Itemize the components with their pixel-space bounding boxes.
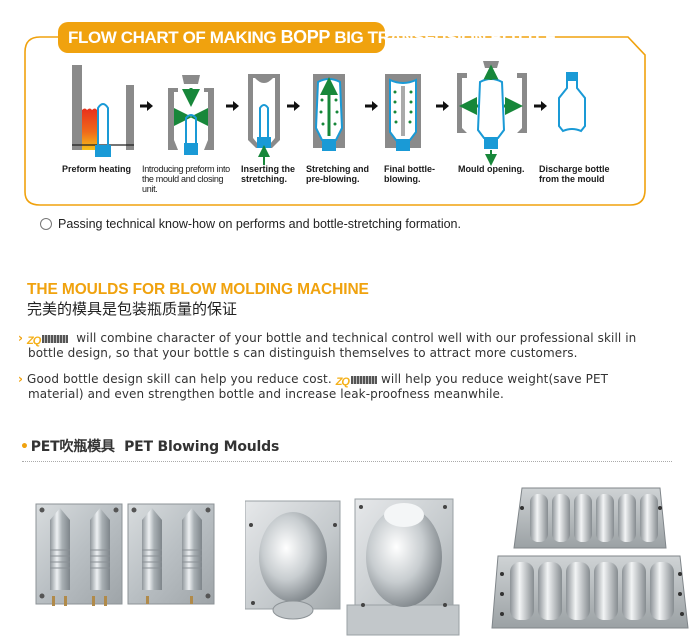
step-5-final-blowing-illustration [385,74,421,151]
zq-logo: ZQ [27,333,69,347]
pet-moulds-heading: •PET吹瓶模具 PET Blowing Moulds [20,439,280,455]
step-2-closing-illustration [168,75,214,155]
chevron-right-icon: › [18,372,24,386]
step-3-inserting-illustration [248,74,280,165]
step-label-final-blowing: Final bottle- blowing. [384,164,435,184]
zq-logo: ZQ [336,374,377,388]
know-how-item: Passing technical know-how on performs a… [40,216,461,232]
flow-step-labels: Preform heating Introducing preform into… [40,58,640,198]
moulds-section-title: THE MOULDS FOR BLOW MOLDING MACHINE [27,281,369,298]
step-label-preform-heating: Preform heating [62,164,132,174]
large-bottle-mould-halves-photo [245,498,460,636]
flow-chart-section: FLOW CHART OF MAKING BOPP BIG TRANSFUSIO… [0,0,700,215]
dotted-divider [22,461,672,462]
moulds-bullet-2: ›Good bottle design skill can help you r… [18,372,609,401]
two-cavity-bottle-mould-photo [35,503,215,606]
chevron-right-icon: › [18,331,24,345]
step-7-discharge-bottle-illustration [558,72,586,133]
flow-chart-title: FLOW CHART OF MAKING BOPP BIG TRANSFUSIO… [58,22,556,53]
step-label-inserting-stretching: Inserting the stretching. [241,164,296,184]
flow-chart-frame [24,36,646,206]
step-6-mould-opening-illustration [457,61,527,166]
know-how-text: Passing technical know-how on performs a… [58,217,461,231]
step-label-stretching-pre-blowing: Stretching and pre-blowing. [306,164,370,184]
six-cavity-preform-mould-photo [491,487,689,629]
step-label-discharge-bottle: Discharge bottle from the mould [539,164,610,184]
moulds-section-subtitle: 完美的模具是包装瓶质量的保证 [27,300,238,318]
moulds-bullet-1: ›ZQ will combine character of your bottl… [18,331,637,360]
flow-chart-diagram [72,61,586,166]
step-label-introducing-preform: Introducing preform into the mould and c… [142,164,230,194]
bullet-dot-icon: • [20,439,29,455]
step-4-pre-blowing-illustration [313,74,345,151]
step-label-mould-opening: Mould opening. [458,164,525,174]
step-1-heating-illustration [72,65,134,157]
radio-circle-icon [40,218,52,230]
